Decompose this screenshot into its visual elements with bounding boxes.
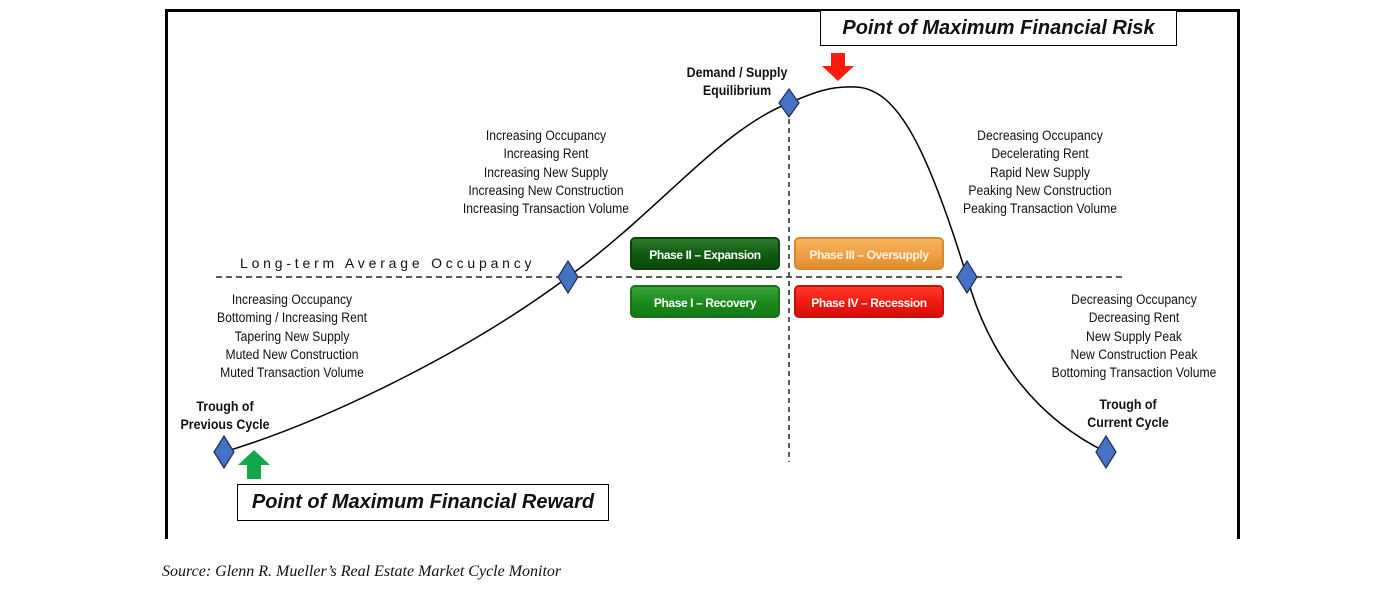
characteristic-item: Increasing Occupancy bbox=[231, 292, 353, 307]
source-caption: Source: Glenn R. Mueller’s Real Estate M… bbox=[162, 563, 562, 580]
characteristic-item: Decreasing Occupancy bbox=[1071, 292, 1197, 307]
characteristic-item: Peaking Transaction Volume bbox=[962, 201, 1117, 217]
reward-arrow-icon bbox=[238, 450, 270, 479]
risk-arrow-icon bbox=[822, 53, 854, 81]
characteristic-item: Decreasing Rent bbox=[1088, 310, 1180, 326]
characteristic-item: Increasing Occupancy bbox=[485, 128, 607, 143]
market-cycle-curve bbox=[223, 86, 1107, 453]
expansion-characteristics: Increasing Occupancy Increasing Rent Inc… bbox=[447, 127, 645, 218]
equilibrium-label: Demand / Supply Equilibrium bbox=[677, 64, 797, 100]
trough-current-label: Trough of Current Cycle bbox=[1077, 396, 1178, 432]
average-occupancy-label: Long-term Average Occupancy bbox=[240, 255, 536, 271]
trough-previous-label-line: Previous Cycle bbox=[180, 417, 270, 432]
trough-previous-marker bbox=[213, 434, 235, 470]
trough-previous-label: Trough of Previous Cycle bbox=[174, 398, 275, 434]
phase-oversupply-badge: Phase III – Oversupply bbox=[794, 237, 944, 270]
phase-recovery-badge: Phase I – Recovery bbox=[630, 285, 780, 318]
trough-current-marker bbox=[1095, 434, 1117, 470]
characteristic-item: Muted Transaction Volume bbox=[220, 365, 364, 381]
phase-recession-badge: Phase IV – Recession bbox=[794, 285, 944, 318]
characteristic-item: Increasing New Supply bbox=[483, 164, 609, 180]
characteristic-item: Decelerating Rent bbox=[991, 146, 1089, 162]
characteristic-item: New Construction Peak bbox=[1070, 346, 1198, 362]
oversupply-recession-marker bbox=[956, 259, 978, 295]
recession-characteristics: Decreasing Occupancy Decreasing Rent New… bbox=[1035, 291, 1233, 382]
characteristic-item: Bottoming Transaction Volume bbox=[1051, 365, 1217, 381]
recovery-characteristics: Increasing Occupancy Bottoming / Increas… bbox=[202, 291, 382, 382]
max-reward-callout: Point of Maximum Financial Reward bbox=[237, 484, 609, 521]
characteristic-item: Peaking New Construction bbox=[968, 182, 1112, 198]
phase-expansion-badge: Phase II – Expansion bbox=[630, 237, 780, 270]
characteristic-item: New Supply Peak bbox=[1086, 328, 1182, 344]
trough-current-label-line: Trough of bbox=[1099, 397, 1157, 412]
equilibrium-label-line: Demand / Supply bbox=[686, 65, 788, 80]
characteristic-item: Tapering New Supply bbox=[234, 328, 350, 344]
characteristic-item: Increasing Transaction Volume bbox=[462, 201, 630, 217]
characteristic-item: Increasing Rent bbox=[503, 146, 589, 162]
max-risk-callout: Point of Maximum Financial Risk bbox=[820, 10, 1177, 46]
characteristic-item: Rapid New Supply bbox=[990, 164, 1090, 180]
characteristic-item: Decreasing Occupancy bbox=[977, 128, 1103, 143]
characteristic-item: Increasing New Construction bbox=[468, 182, 624, 198]
characteristic-item: Bottoming / Increasing Rent bbox=[217, 310, 367, 326]
trough-previous-label-line: Trough of bbox=[196, 399, 254, 414]
equilibrium-label-line: Equilibrium bbox=[702, 83, 772, 98]
recovery-expansion-marker bbox=[557, 259, 579, 295]
oversupply-characteristics: Decreasing Occupancy Decelerating Rent R… bbox=[941, 127, 1139, 218]
characteristic-item: Muted New Construction bbox=[225, 346, 359, 362]
trough-current-label-line: Current Cycle bbox=[1087, 415, 1169, 430]
diagram-frame bbox=[165, 9, 1240, 539]
equilibrium-marker bbox=[778, 87, 800, 119]
